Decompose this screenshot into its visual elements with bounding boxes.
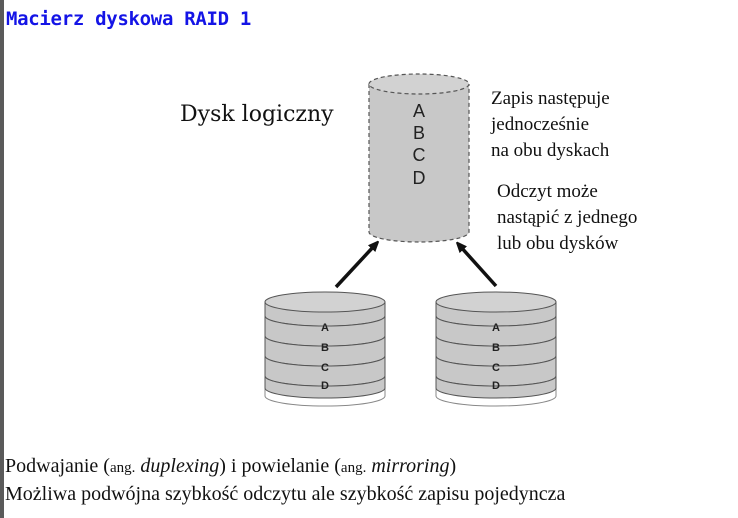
line1-ang-2: ang. xyxy=(340,460,367,476)
right-block-c: C xyxy=(492,362,500,374)
logical-block-a: A xyxy=(413,101,425,121)
slide-left-border xyxy=(0,0,4,518)
bottom-line-2: Możliwa podwójna szybkość odczytu ale sz… xyxy=(5,483,566,505)
logical-disk-label: Dysk logiczny xyxy=(180,102,334,127)
physical-disk-left: A B C D xyxy=(264,291,386,407)
arrow-left-disk xyxy=(334,245,375,289)
logical-block-d: D xyxy=(413,168,426,188)
line1-text-2: ) i powielanie ( xyxy=(219,455,341,477)
right-block-a: A xyxy=(492,322,500,334)
left-block-b: B xyxy=(321,342,329,354)
logical-disk-cylinder: A B C D xyxy=(368,73,470,243)
slide-title: Macierz dyskowa RAID 1 xyxy=(6,8,252,30)
line1-text-3: ) xyxy=(449,455,457,477)
line1-text-1: Podwajanie ( xyxy=(5,455,110,477)
read-note: Odczyt może nastąpić z jednego lub obu d… xyxy=(497,181,638,254)
write-note: Zapis następuje jednocześnie na obu dysk… xyxy=(491,88,610,161)
right-block-b: B xyxy=(492,342,500,354)
physical-disk-right: A B C D xyxy=(435,291,557,407)
logical-block-c: C xyxy=(413,145,426,165)
line1-term-duplexing: duplexing xyxy=(135,455,220,477)
right-block-d: D xyxy=(492,380,500,392)
arrow-right-disk xyxy=(460,246,498,288)
line1-term-mirroring: mirroring xyxy=(366,455,450,477)
left-block-a: A xyxy=(321,322,329,334)
bottom-line-1: Podwajanie (ang. duplexing) i powielanie… xyxy=(5,455,456,478)
logical-block-b: B xyxy=(413,123,425,143)
line1-ang-1: ang. xyxy=(109,460,136,476)
left-block-c: C xyxy=(321,362,329,374)
left-block-d: D xyxy=(321,380,329,392)
